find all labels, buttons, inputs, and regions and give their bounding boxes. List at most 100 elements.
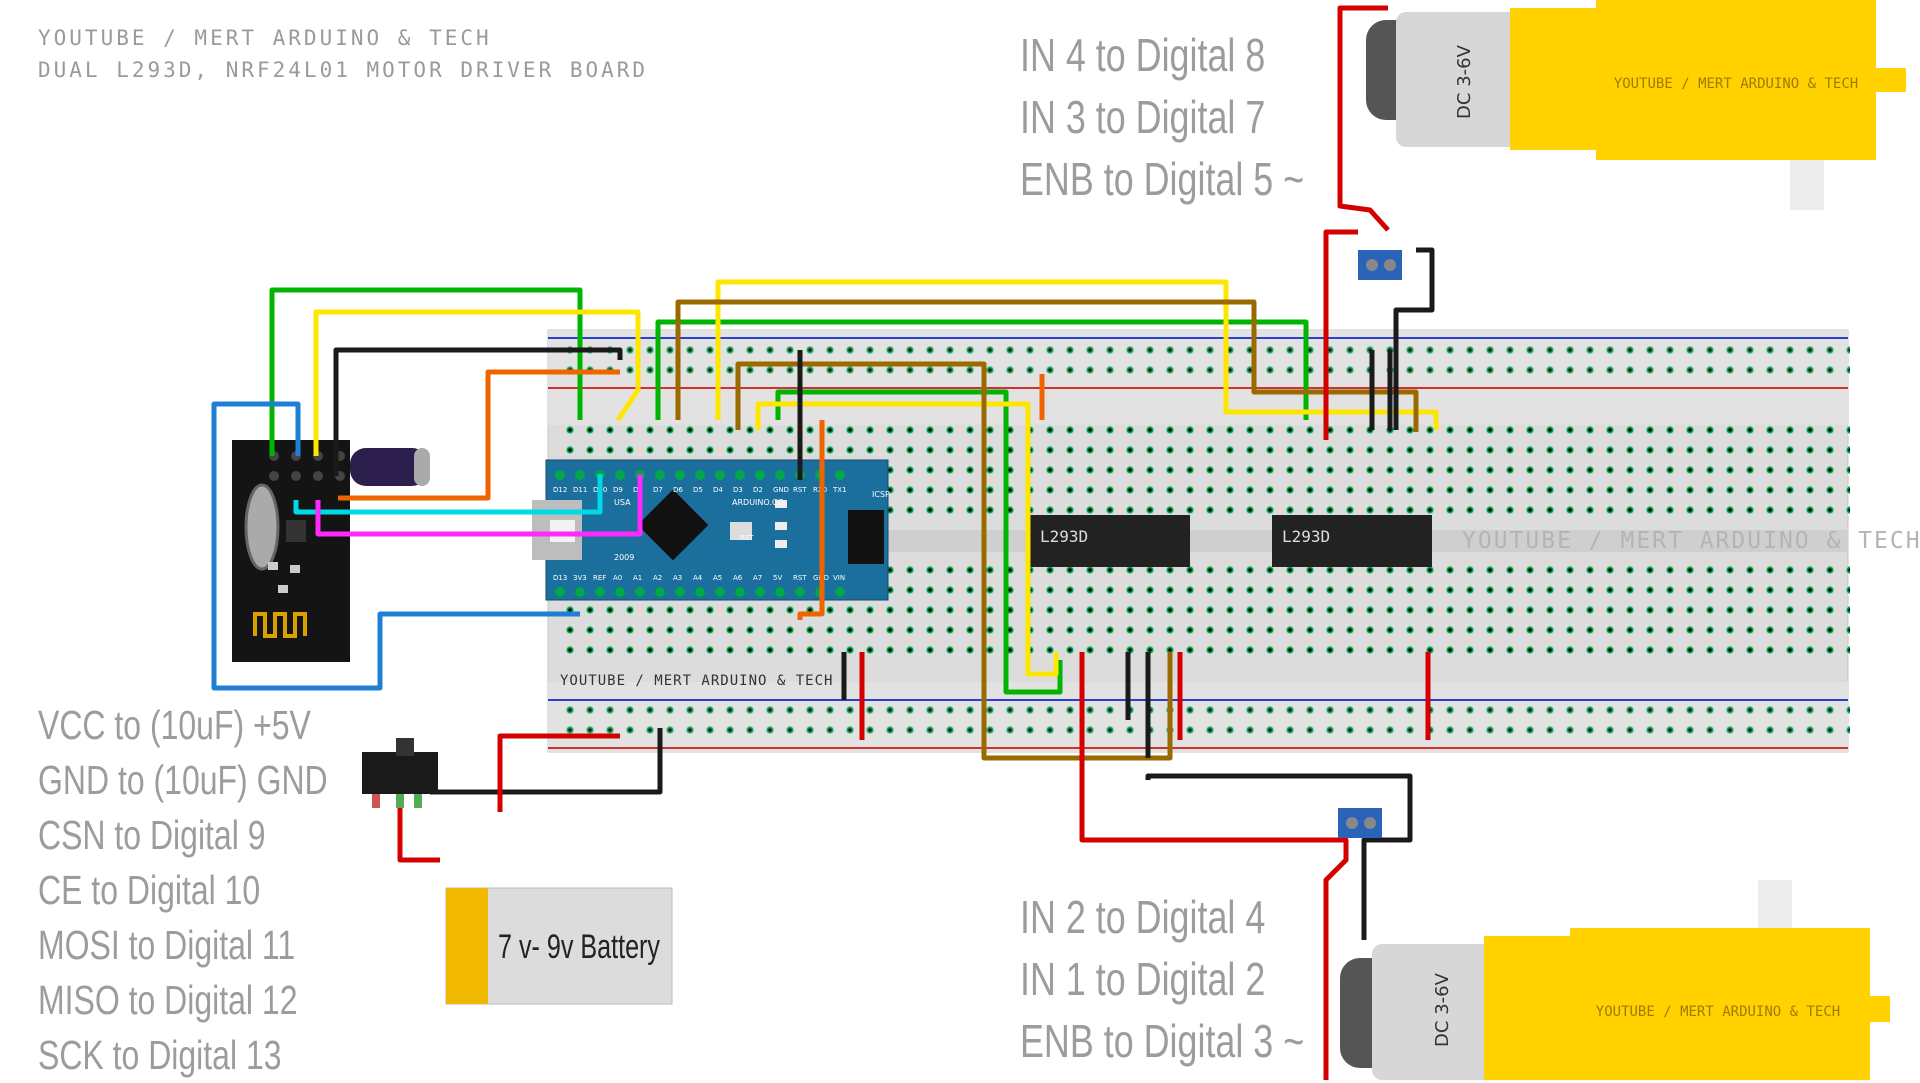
wire-red-motor-bottom	[1079, 652, 1349, 1080]
wire-black-nrf	[333, 347, 623, 476]
arduino-pin-top	[655, 470, 665, 480]
breadboard-watermark: YOUTUBE / MERT ARDUINO & TECH	[1462, 528, 1920, 554]
arduino-pin-label: GND	[773, 486, 789, 494]
wire-black-batt	[430, 728, 663, 795]
notes-radio: VCC to (10uF) +5V GND to (10uF) GND CSN …	[38, 698, 328, 1083]
arduino-pin-label: A4	[693, 574, 703, 582]
arduino-usa: USA	[614, 498, 631, 507]
arduino-pin-label: D11	[573, 486, 587, 494]
notes-motor-bottom: IN 2 to Digital 4 IN 1 to Digital 2 ENB …	[1020, 886, 1304, 1072]
arduino-pin-top	[615, 470, 625, 480]
note-line: SCK to Digital 13	[38, 1032, 282, 1078]
note-line: CE to Digital 10	[38, 867, 261, 913]
motor-bottom-label: DC 3-6V	[1432, 972, 1453, 1047]
arduino-pin-label: RST	[793, 486, 807, 494]
wire-cyan-nrf	[293, 474, 603, 515]
wire-brown-ic	[735, 361, 1173, 761]
arduino-pin-label: D4	[713, 486, 723, 494]
arduino-pin-bottom	[655, 587, 665, 597]
arduino-pin-label: A6	[733, 574, 743, 582]
arduino-pin-bottom	[575, 587, 585, 597]
note-line: ENB to Digital 5 ~	[1020, 153, 1305, 205]
arduino-pin-bottom	[635, 587, 645, 597]
arduino-pin-label: D12	[553, 486, 567, 494]
note-line: ENB to Digital 3 ~	[1020, 1015, 1305, 1067]
wire-green-long	[655, 319, 1309, 420]
arduino-pin-label: REF	[593, 574, 606, 582]
arduino-pin-label: D2	[753, 486, 763, 494]
note-line: VCC to (10uF) +5V	[38, 702, 311, 748]
arduino-pin-bottom	[775, 587, 785, 597]
arduino-pin-bottom	[755, 587, 765, 597]
motor-top: DC 3-6V YOUTUBE / MERT ARDUINO & TECH	[1366, 0, 1906, 210]
arduino-pin-top	[755, 470, 765, 480]
arduino-pin-bottom	[735, 587, 745, 597]
arduino-pin-label: D13	[553, 574, 567, 582]
wire-red-motor-top	[1323, 229, 1358, 440]
wire-green-ic	[775, 389, 1063, 695]
arduino-icsp: ICSP	[872, 490, 890, 499]
arduino-pin-top	[835, 470, 845, 480]
arduino-pin-top	[775, 470, 785, 480]
arduino-pin-label: 5V	[773, 574, 782, 582]
note-line: IN 3 to Digital 7	[1020, 91, 1266, 143]
motor-bottom: DC 3-6V YOUTUBE / MERT ARDUINO & TECH	[1340, 880, 1890, 1080]
ic2-label: L293D	[1282, 527, 1330, 546]
arduino-pin-label: D6	[673, 486, 683, 494]
arduino-pin-label: VIN	[833, 574, 845, 582]
arduino-pin-bottom	[795, 587, 805, 597]
wire-green-nrf	[269, 287, 583, 456]
motor-top-brand: YOUTUBE / MERT ARDUINO & TECH	[1614, 76, 1858, 92]
arduino-pin-bottom	[835, 587, 845, 597]
breadboard: YOUTUBE / MERT ARDUINO & TECH YOUTUBE / …	[547, 329, 1920, 753]
motor-bottom-brand: YOUTUBE / MERT ARDUINO & TECH	[1596, 1004, 1840, 1020]
header: YOUTUBE / MERT ARDUINO & TECH DUAL L293D…	[38, 22, 648, 86]
arduino-pin-top	[555, 470, 565, 480]
ic1-label: L293D	[1040, 527, 1088, 546]
arduino-pin-label: RST	[793, 574, 807, 582]
notes-motor-top: IN 4 to Digital 8 IN 3 to Digital 7 ENB …	[1020, 24, 1304, 210]
arduino-pin-label: D5	[693, 486, 703, 494]
l293d-chip-2: L293D	[1272, 515, 1432, 567]
note-line: CSN to Digital 9	[38, 812, 266, 858]
wire-black-motor-bottom	[1145, 773, 1413, 940]
breadboard-watermark-small: YOUTUBE / MERT ARDUINO & TECH	[560, 673, 833, 689]
wire-yellow-ic	[755, 401, 1059, 677]
power-switch[interactable]	[362, 738, 438, 808]
wire-red-switch	[497, 733, 620, 812]
wire-magenta-nrf	[315, 474, 643, 537]
wire-blue-nrf	[211, 401, 580, 691]
arduino-rst: RST	[740, 534, 754, 542]
nrf24l01-module	[232, 440, 350, 662]
note-line: IN 1 to Digital 2	[1020, 953, 1266, 1005]
arduino-pin-label: A2	[653, 574, 662, 582]
arduino-pin-bottom	[615, 587, 625, 597]
wire-yellow-long	[715, 279, 1439, 430]
arduino-pin-label: A7	[753, 574, 762, 582]
arduino-pin-top	[575, 470, 585, 480]
arduino-pin-bottom	[695, 587, 705, 597]
wire-brown-long	[675, 299, 1419, 432]
arduino-pin-bottom	[595, 587, 605, 597]
arduino-name: ARDUINO.CC	[732, 498, 783, 507]
arduino-pin-top	[735, 470, 745, 480]
battery-label: 7 v- 9v Battery	[498, 928, 660, 966]
header-line1: YOUTUBE / MERT ARDUINO & TECH	[38, 26, 492, 50]
arduino-pin-label: 3V3	[573, 574, 587, 582]
l293d-chip-1: L293D	[1030, 515, 1190, 567]
wires	[211, 5, 1439, 1080]
arduino-nano: ARDUINO.CC ICSP USA 2009 RST	[532, 459, 890, 601]
note-line: IN 4 to Digital 8	[1020, 29, 1266, 81]
arduino-pin-top	[715, 470, 725, 480]
arduino-pin-label: D7	[653, 486, 663, 494]
wire-orange-nrf	[338, 369, 620, 501]
battery: 7 v- 9v Battery	[445, 887, 673, 1005]
note-line: GND to (10uF) GND	[38, 757, 328, 803]
arduino-pin-top	[675, 470, 685, 480]
arduino-pin-bottom	[715, 587, 725, 597]
arduino-pin-label: D3	[733, 486, 743, 494]
arduino-year: 2009	[614, 553, 634, 562]
wire-yellow-nrf	[313, 309, 641, 456]
